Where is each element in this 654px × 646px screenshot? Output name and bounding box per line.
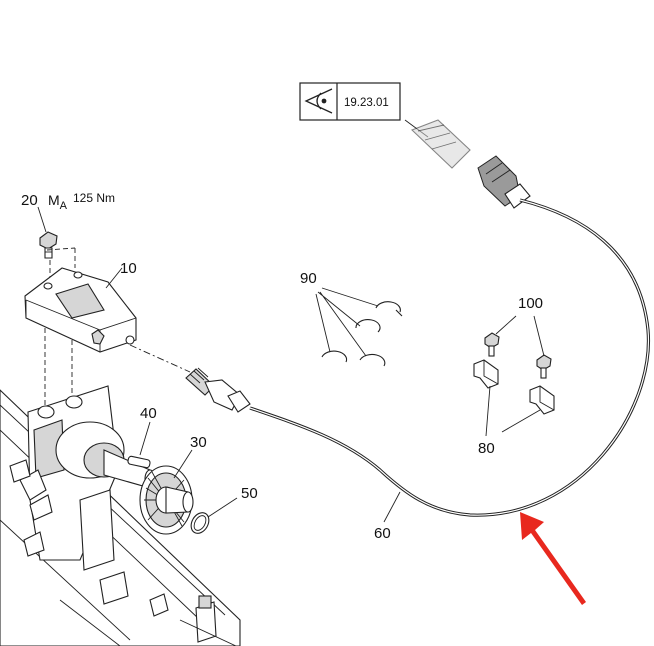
bolt-20 [39,231,58,259]
key-40 [127,455,151,469]
svg-text:MA: MA [48,192,68,212]
brackets-80 [473,359,555,415]
callout-50: 50 [241,485,258,502]
callout-40: 40 [140,405,157,422]
callout-90: 90 [300,270,317,287]
callout-30: 30 [190,434,207,451]
callout-80: 80 [478,440,495,457]
callout-100: 100 [518,295,543,312]
torque-value: 125 Nm [73,191,115,205]
reference-number: 19.23.01 [344,97,389,109]
cable-end-fitting [185,367,251,413]
callout-60: 60 [374,525,391,542]
ring-50 [190,512,210,534]
torque-prefix: M [48,192,60,208]
torque-spec: MA 125 Nm [48,191,115,212]
machine-assembly [0,385,241,646]
red-arrow-indicator [520,512,586,605]
reference-box[interactable]: 19.23.01 [299,82,401,121]
cable-connector [404,119,531,209]
eye-view-icon [304,88,333,114]
callout-10: 10 [120,260,137,277]
clips-90 [321,301,403,367]
bracket-10 [24,267,137,353]
cable-60 [249,198,651,517]
callout-20: 20 [21,192,38,209]
pulley-30 [139,465,194,535]
screws-100 [484,332,552,379]
torque-subscript: A [60,200,68,212]
